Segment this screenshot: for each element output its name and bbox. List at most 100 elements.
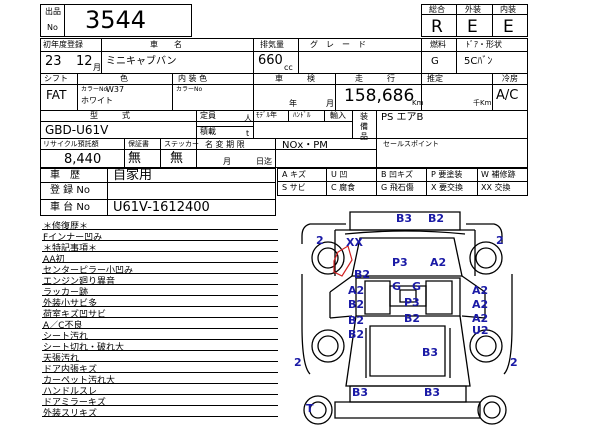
damage-mark: A2 — [472, 312, 488, 325]
damage-mark: 2 — [294, 356, 302, 369]
note-line: カーペット汚れ大 — [43, 376, 116, 386]
note-line: ドアミラーキズ — [43, 398, 106, 408]
note-line: 外装小サビ多 — [43, 299, 98, 309]
car-history: 自家用 — [113, 168, 153, 183]
note-line: ＊修復歴＊ — [43, 222, 89, 232]
overall-grade: R — [431, 17, 443, 37]
legend-item: S サビ — [282, 183, 306, 192]
note-line: AA初 — [43, 255, 65, 265]
damage-mark: A2 — [348, 284, 364, 297]
lot-label-top: 出品 — [45, 7, 61, 16]
damage-mark: 2 — [496, 234, 504, 247]
note-line: 外装スリキズ — [43, 409, 98, 419]
damage-mark: 2 — [316, 234, 324, 247]
shift: FAT — [46, 88, 67, 102]
model-code: GBD-U61V — [45, 123, 109, 137]
damage-mark: G — [392, 280, 401, 293]
note-rule — [42, 240, 278, 241]
damage-mark: A2 — [472, 284, 488, 297]
note-line: 天張汚れ — [43, 354, 80, 364]
damage-mark: 2 — [510, 356, 518, 369]
chassis-number: U61V-1612400 — [113, 200, 210, 215]
damage-mark: B2 — [404, 312, 420, 325]
displacement: 660 — [258, 53, 283, 68]
damage-mark: B2 — [348, 328, 364, 341]
note-rule — [42, 229, 278, 230]
legend-item: B 凹キズ — [381, 170, 414, 179]
damage-mark: B2 — [348, 314, 364, 327]
note-rule — [42, 317, 278, 318]
note-rule — [42, 361, 278, 362]
color-no: W37 — [106, 85, 125, 94]
lot-box — [40, 4, 192, 37]
legend-item: P 要塗装 — [431, 170, 463, 179]
grade-box — [421, 4, 528, 37]
note-line: ハンドルスレ — [43, 387, 98, 397]
first-reg-year: 23 — [45, 54, 62, 69]
damage-legend — [277, 168, 528, 196]
equipment: PS エアB — [381, 112, 424, 123]
note-rule — [42, 284, 278, 285]
note-rule — [42, 295, 278, 296]
note-line: Fインナー凹み — [43, 233, 103, 243]
note-line: ドア内張キズ — [43, 365, 98, 375]
legend-item: X 要交換 — [431, 183, 464, 192]
damage-mark: B2 — [348, 298, 364, 311]
note-line: ラッカー跡 — [43, 288, 89, 298]
spec-grid — [40, 38, 528, 168]
note-line: 荷室キズ凹サビ — [43, 310, 107, 320]
doors-shape: 5Cﾊﾞﾝ — [464, 56, 493, 67]
legend-item: G 飛石傷 — [381, 183, 414, 192]
legend-item: A キズ — [282, 170, 307, 179]
legend-item: W 補修跡 — [481, 170, 516, 179]
air-conditioner: A/C — [496, 88, 519, 103]
note-line: センターピラー小凹み — [43, 266, 134, 276]
damage-mark: B3 — [424, 386, 440, 399]
note-rule — [42, 405, 278, 406]
body-color: ホワイト — [81, 96, 113, 105]
note-rule — [42, 251, 278, 252]
warranty: 無 — [128, 151, 142, 166]
interior-grade: E — [503, 17, 514, 37]
damage-mark: A2 — [472, 298, 488, 311]
note-line: エンジン廻り異音 — [43, 277, 116, 287]
damage-mark: B3 — [396, 212, 412, 225]
mileage: 158,686 — [344, 86, 415, 106]
legend-item: U 凹 — [331, 170, 348, 179]
note-rule — [42, 416, 278, 417]
note-rule — [42, 262, 278, 263]
note-rule — [42, 394, 278, 395]
recycle-fee: 8,440 — [64, 152, 102, 167]
note-rule — [42, 383, 278, 384]
lot-number: 3544 — [85, 6, 147, 34]
fuel: G — [431, 56, 439, 67]
damage-mark: B2 — [428, 212, 444, 225]
note-line: シート汚れ — [43, 332, 89, 342]
legend-item: XX 交換 — [481, 183, 511, 192]
damage-mark: B3 — [422, 346, 438, 359]
damage-mark: P3 — [404, 296, 420, 309]
note-rule — [42, 273, 278, 274]
damage-mark: P3 — [392, 256, 408, 269]
lot-label-bottom: No — [47, 23, 58, 32]
damage-mark: U2 — [472, 324, 489, 337]
sticker: 無 — [170, 151, 184, 166]
note-line: A／C不良 — [43, 321, 83, 331]
legend-item: C 腐食 — [331, 183, 356, 192]
exterior-grade: E — [467, 17, 478, 37]
damage-mark: XX — [346, 236, 363, 249]
damage-mark: T — [306, 402, 314, 415]
damage-mark: A2 — [430, 256, 446, 269]
damage-mark: B3 — [352, 386, 368, 399]
note-line: ＊特記事項＊ — [43, 244, 98, 254]
note-rule — [42, 372, 278, 373]
note-rule — [42, 339, 278, 340]
damage-mark: B2 — [354, 268, 370, 281]
note-rule — [42, 306, 278, 307]
note-rule — [42, 328, 278, 329]
car-name: ミニキャブバン — [106, 56, 177, 67]
note-rule — [42, 350, 278, 351]
note-line: シート切れ・破れ大 — [43, 343, 125, 353]
